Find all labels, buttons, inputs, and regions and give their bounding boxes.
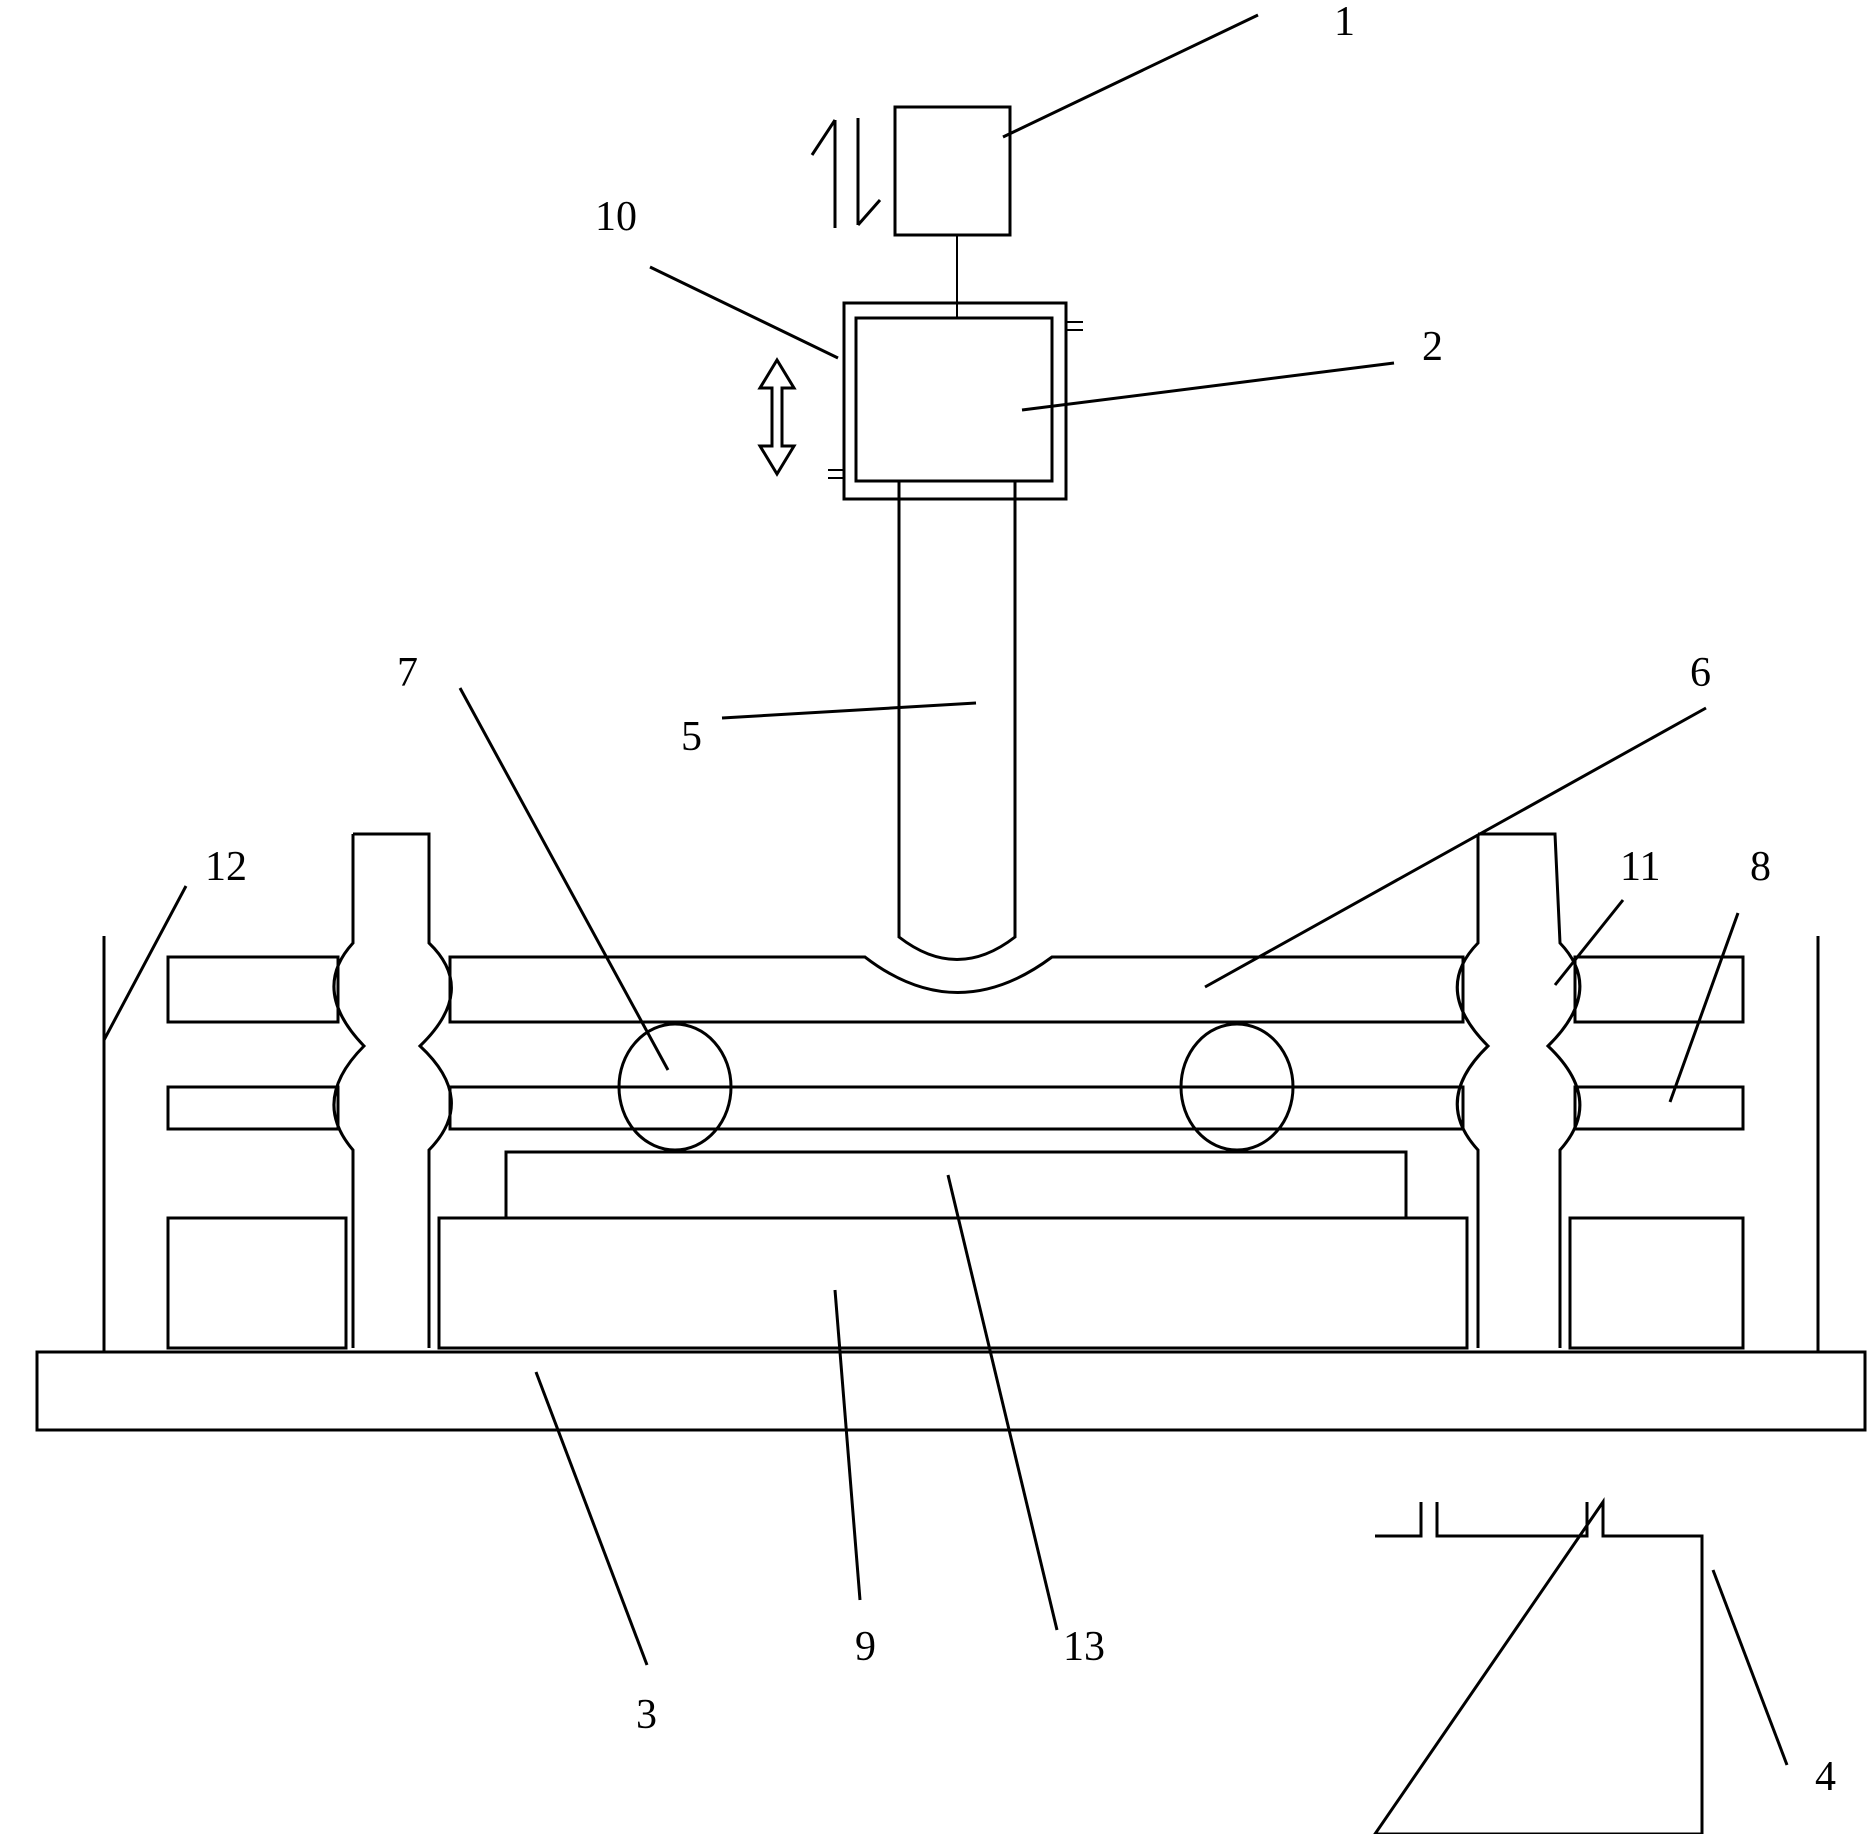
leader-12	[104, 886, 186, 1040]
left-upper-stub	[168, 957, 338, 1022]
leader-11	[1555, 900, 1623, 985]
left-lower-block	[168, 1218, 346, 1348]
reciprocating-arrow-icon	[812, 118, 880, 228]
chamber	[856, 318, 1052, 481]
double-arrow-icon	[760, 360, 794, 474]
label-1: 1	[1334, 0, 1355, 45]
right-lower-block	[1570, 1218, 1743, 1348]
leader-13	[948, 1175, 1057, 1630]
label-7: 7	[397, 650, 418, 696]
label-10: 10	[595, 194, 637, 240]
label-11: 11	[1620, 844, 1660, 890]
leader-5	[722, 703, 976, 718]
left-column	[334, 834, 452, 1348]
tank	[1375, 1502, 1702, 1834]
label-4: 4	[1815, 1754, 1836, 1800]
label-2: 2	[1422, 324, 1443, 370]
leader-10	[650, 267, 838, 358]
label-9: 9	[855, 1624, 876, 1670]
motor-box	[895, 107, 1010, 235]
label-6: 6	[1690, 650, 1711, 696]
upper-plate	[450, 957, 1463, 1022]
right-middle-stub	[1575, 1087, 1743, 1129]
leader-3	[536, 1372, 647, 1665]
right-column	[1457, 834, 1580, 1348]
middle-plate	[450, 1087, 1463, 1129]
left-middle-stub	[168, 1087, 338, 1129]
label-5: 5	[681, 714, 702, 760]
label-3: 3	[636, 1692, 657, 1738]
jacket	[844, 303, 1066, 499]
leader-2	[1022, 363, 1394, 410]
platform	[439, 1218, 1467, 1348]
leader-4	[1713, 1570, 1787, 1765]
leader-1	[1003, 15, 1258, 137]
base	[37, 1352, 1865, 1430]
leader-7	[460, 688, 668, 1070]
jacket-port-right	[1066, 322, 1083, 330]
label-12: 12	[205, 844, 247, 890]
leader-9	[835, 1290, 860, 1600]
rod	[899, 481, 1015, 960]
label-8: 8	[1750, 844, 1771, 890]
leader-8	[1670, 913, 1738, 1102]
label-13: 13	[1063, 1624, 1105, 1670]
jacket-port-left	[828, 470, 844, 478]
